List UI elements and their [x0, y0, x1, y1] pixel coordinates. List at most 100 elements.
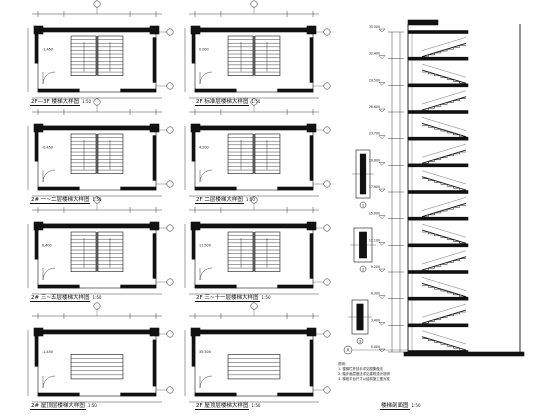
level-label: -1.450 [42, 350, 53, 354]
floor-slab [407, 83, 469, 88]
level-symbol [378, 82, 386, 86]
stair-slab [421, 42, 467, 58]
grid-bubble [323, 82, 331, 90]
wall-fill [37, 392, 80, 397]
handrail [421, 330, 467, 345]
column [190, 221, 201, 231]
detail-d1: 1 [352, 149, 374, 209]
floor-slab [407, 56, 469, 61]
level-symbol [378, 28, 386, 33]
level-symbol [378, 188, 386, 193]
handrail [421, 197, 467, 211]
column [190, 25, 201, 35]
level-symbol [378, 135, 386, 139]
grid-bubble [323, 224, 331, 232]
handrail [421, 223, 467, 238]
wall-fill [309, 233, 314, 279]
stair-slab [421, 229, 467, 244]
column [190, 123, 201, 133]
stair-wall-outline [194, 329, 314, 397]
column [149, 221, 160, 231]
detail-bubble [359, 265, 367, 273]
stair-flight [227, 133, 254, 174]
handrail [421, 117, 467, 131]
wall-fill [277, 88, 314, 93]
stair-flight-section [422, 231, 467, 246]
stair-flight [70, 35, 97, 76]
level-symbol [378, 162, 386, 166]
stair-plan-p7: -1.450 [27, 302, 174, 403]
detail-d2: 2 [350, 227, 376, 273]
level-symbol [378, 348, 386, 353]
floor-slab [407, 30, 469, 34]
detail-d3: 3 [348, 299, 372, 345]
stair-plan-p6: 11.500 [184, 196, 331, 295]
floor-slab [407, 243, 469, 248]
door-swing [199, 71, 213, 85]
grid-bubble [250, 0, 258, 8]
stair-flight-section [422, 125, 467, 139]
parapet [407, 19, 439, 26]
stair-slab [421, 202, 467, 218]
wall-fill [120, 392, 157, 397]
stair-flight [254, 35, 281, 76]
column [149, 25, 160, 35]
section-level-label: 0.000 [371, 345, 380, 349]
level-symbol [378, 108, 386, 113]
grid-bubble [323, 180, 331, 188]
stair-slab [421, 309, 467, 324]
handrail [421, 90, 467, 105]
wall-fill [37, 223, 157, 229]
stair-flight [70, 133, 97, 174]
column [33, 25, 44, 35]
stair-plan-p3: -0.450 [27, 98, 174, 197]
handrail [421, 63, 467, 78]
level-label: 8.400 [42, 243, 52, 247]
level-symbol [378, 215, 386, 219]
stair-flight [227, 231, 254, 272]
level-label: 11.500 [199, 243, 211, 247]
wall-fill [194, 223, 314, 229]
wall-fill [194, 186, 237, 191]
notes-line: 3. 梯段平台尺寸以结构施工图为准 [338, 377, 390, 381]
stair-plan-p5: 8.400 [27, 196, 174, 295]
wall-fill [277, 392, 314, 397]
floor-slab [407, 323, 469, 328]
section-level-label: 12.100 [369, 238, 380, 242]
floor-slab [407, 216, 469, 221]
section-level-label: 20.800 [369, 158, 380, 162]
floor-slab [407, 270, 469, 274]
wall-fill [120, 284, 157, 289]
stair-slab [421, 69, 467, 84]
handrail [421, 143, 467, 158]
stair-flight-section [422, 178, 467, 192]
door-swing [199, 169, 213, 183]
grid-bubble [166, 180, 174, 188]
wall-fill [37, 186, 80, 191]
stair-flight [254, 231, 281, 272]
floor-slab [407, 190, 469, 194]
notes-line: 1. 楼梯栏杆扶手详见图集做法 [338, 367, 383, 371]
floor-slab [407, 110, 469, 114]
wall-fill [37, 284, 80, 289]
stair-flight-section [421, 45, 466, 59]
grid-bubble [93, 0, 101, 8]
wall-fill [120, 186, 157, 191]
wall-fill [152, 135, 157, 181]
floor-slab [407, 136, 469, 141]
stair-flight [97, 133, 124, 174]
grid-bubble [323, 386, 331, 394]
floor-slab [407, 163, 469, 168]
handrail [421, 37, 467, 51]
wall-fill [309, 37, 314, 83]
grid-bubble [323, 330, 331, 338]
wall-fill [152, 37, 157, 83]
column [33, 327, 44, 337]
grid-bubble [166, 224, 174, 232]
